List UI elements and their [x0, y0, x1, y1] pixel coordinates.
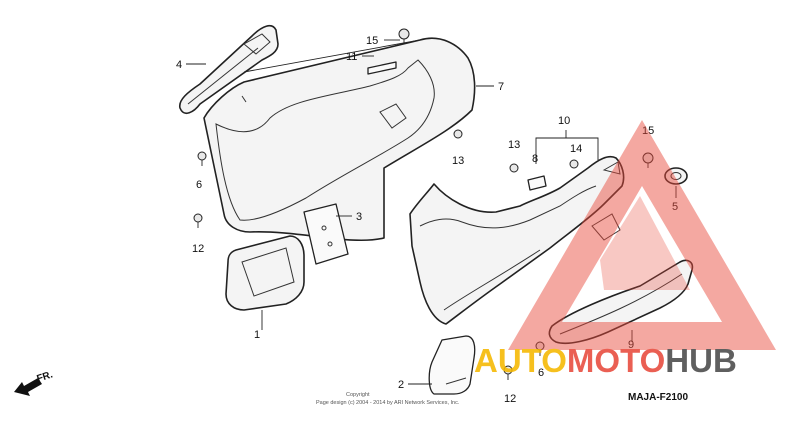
arrow-icon: [14, 378, 42, 396]
clip-13-right-icon: [509, 163, 519, 173]
part-7-left-panel: [203, 37, 476, 241]
callout-15-right: 15: [642, 125, 654, 137]
watermark-triangle-icon: [508, 120, 776, 350]
part-5-grommet: [664, 167, 688, 185]
part-11-bar: [367, 61, 397, 75]
callout-7: 7: [498, 81, 504, 93]
callout-9: 9: [628, 339, 634, 351]
callout-10: 10: [558, 115, 570, 127]
callout-14: 14: [570, 143, 582, 155]
callout-6-bottom: 6: [538, 367, 544, 379]
callout-5: 5: [672, 201, 678, 213]
callout-2: 2: [398, 379, 404, 391]
watermark-word1: AUTO: [474, 342, 567, 379]
callout-13-left: 13: [452, 155, 464, 167]
screw-6-bottom-icon: [535, 341, 545, 356]
callout-8: 8: [532, 153, 538, 165]
part-8-clip: [527, 175, 547, 191]
watermark-word2: MOTO: [567, 342, 665, 379]
clip-13-left-icon: [453, 129, 463, 139]
part-2-bracket: [428, 335, 476, 395]
callout-13-right: 13: [508, 139, 520, 151]
screw-12-bottom-icon: [503, 365, 513, 380]
callout-4: 4: [176, 59, 182, 71]
callouts: 1 2 3 4 5 6 6 7 8 9 10 11 12 12 13 13 14…: [176, 35, 678, 405]
callout-15-top: 15: [366, 35, 378, 47]
callout-6-left: 6: [196, 179, 202, 191]
right-main-panel: [409, 155, 625, 325]
screw-12-left-icon: [193, 213, 203, 228]
part-9-strip: [548, 259, 694, 345]
watermark: AUTOMOTOHUB: [474, 120, 776, 379]
callout-12-bottom: 12: [504, 393, 516, 405]
copyright-line1: Copyright: [346, 392, 370, 398]
part-4-trim-strip: [178, 24, 279, 115]
svg-text:AUTOMOTOHUB: AUTOMOTOHUB: [474, 342, 737, 379]
copyright-line2: Page design (c) 2004 - 2014 by ARI Netwo…: [316, 400, 460, 406]
screw-6-left-icon: [197, 151, 207, 166]
bolt-15-right-icon: [642, 152, 654, 168]
callout-3: 3: [356, 211, 362, 223]
part-3-plate: [303, 203, 349, 265]
watermark-word3: HUB: [665, 342, 737, 379]
callout-12-left: 12: [192, 243, 204, 255]
callout-11: 11: [346, 51, 357, 63]
clip-14-icon: [569, 159, 579, 169]
front-label: FR.: [36, 369, 55, 385]
part-1-lid: [225, 235, 305, 311]
diagram-code: MAJA-F2100: [628, 392, 688, 403]
callout-1: 1: [254, 329, 260, 341]
front-direction-arrow: FR.: [14, 369, 54, 396]
fasteners: [193, 28, 654, 380]
bolt-15-top-icon: [398, 28, 410, 44]
leader-lines: [186, 39, 677, 385]
